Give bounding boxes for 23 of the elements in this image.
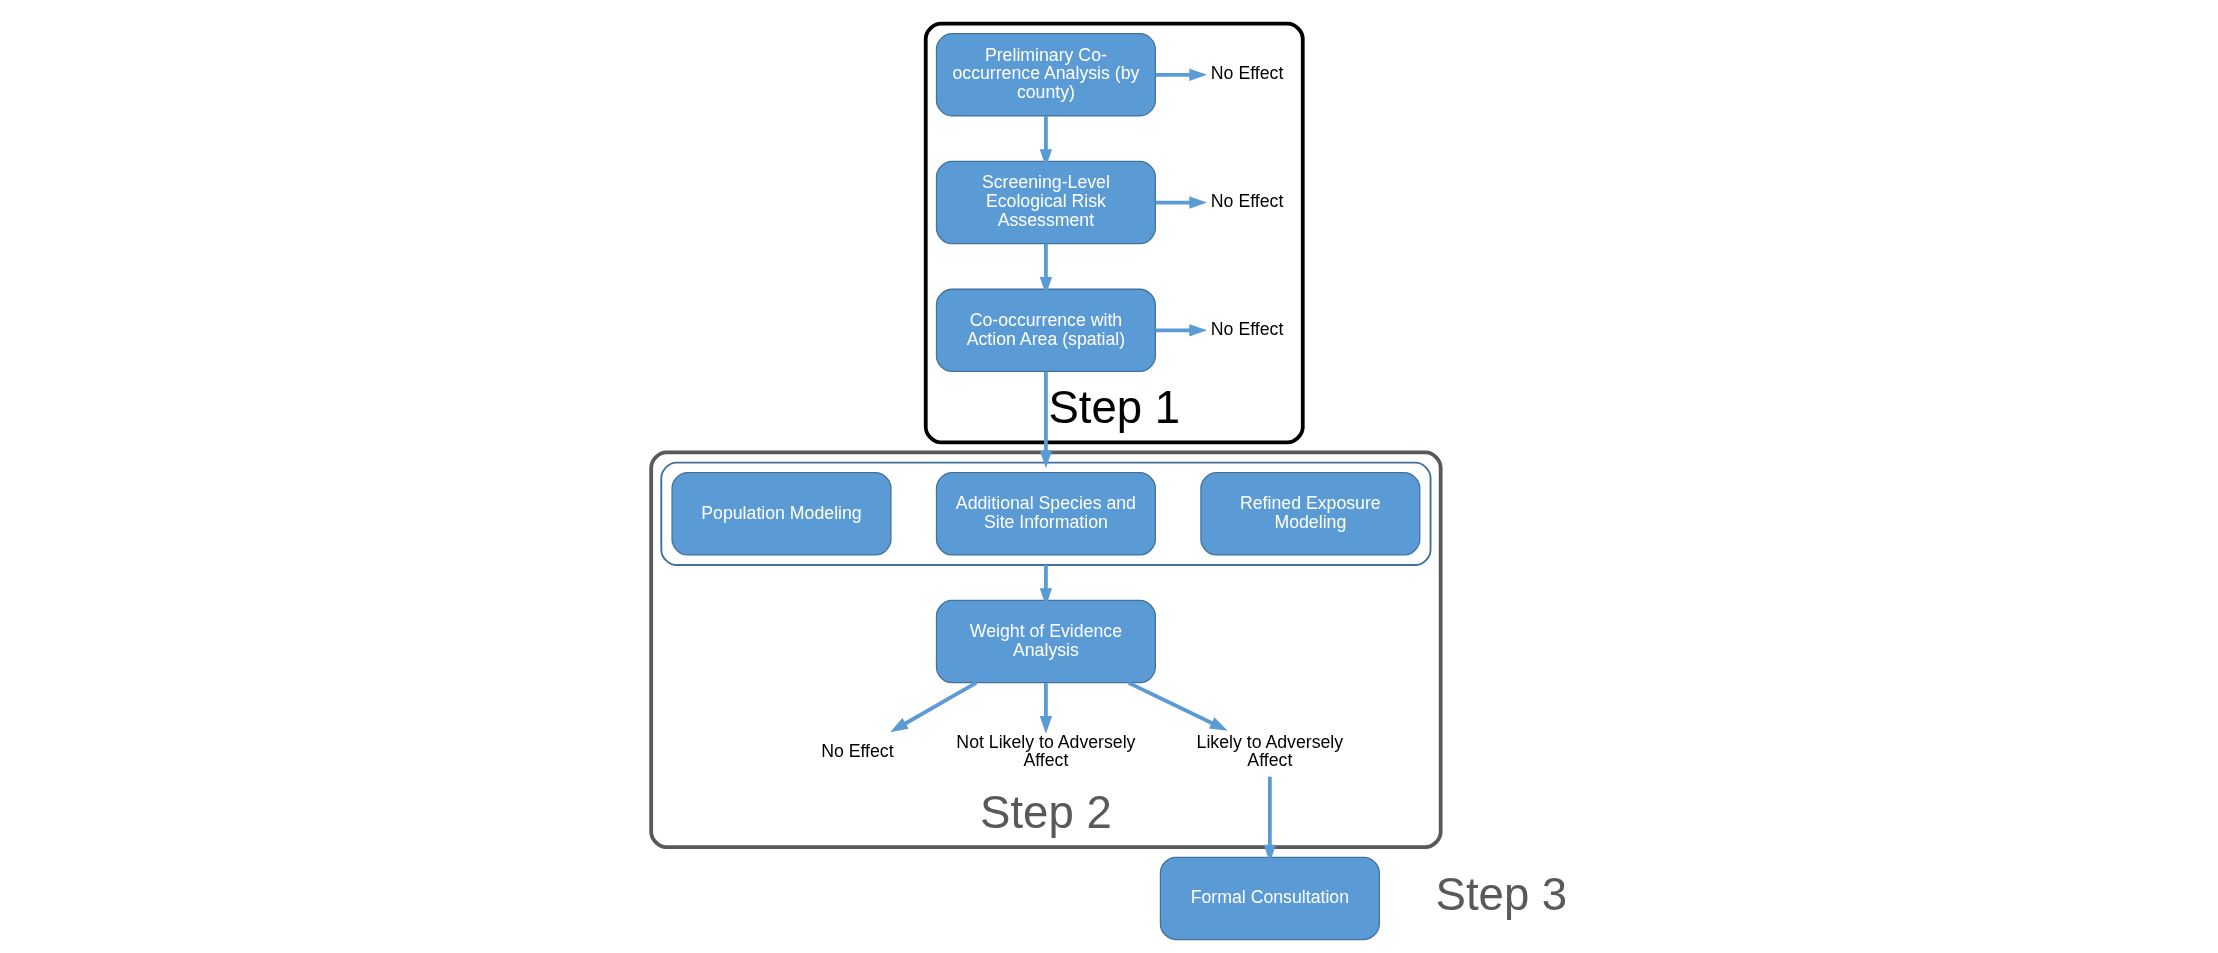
- cluster: [659, 461, 1431, 566]
- arrow: [1155, 196, 1207, 209]
- arrow: [1155, 324, 1207, 337]
- node-box: Refined Exposure Modeling: [1199, 472, 1420, 556]
- node-text: No Effect: [1210, 191, 1283, 212]
- node-box: Weight of Evidence Analysis: [935, 599, 1156, 684]
- arrow: [1039, 371, 1052, 469]
- node-box: Screening-Level Ecological Risk Assessment: [935, 160, 1156, 245]
- node-text: No Effect: [1210, 319, 1283, 340]
- node-label: Step 3: [1435, 868, 1567, 920]
- node-box: Formal Consultation: [1159, 856, 1380, 941]
- node-text: No Effect: [820, 740, 894, 761]
- node-box: Population Modeling: [670, 472, 892, 556]
- arrow: [889, 681, 977, 733]
- node-box: Preliminary Co-occurrence Analysis (by county): [935, 33, 1156, 117]
- arrow: [1127, 681, 1228, 731]
- node-box: Co-occurrence with Action Area (spatial): [935, 288, 1156, 373]
- arrow: [1155, 68, 1207, 81]
- node-text: Likely to Adversely Affect: [1196, 731, 1343, 771]
- node-text: Not Likely to Adversely Affect: [955, 731, 1135, 771]
- node-box: Additional Species and Site Information: [935, 472, 1156, 556]
- arrow: [1039, 683, 1052, 734]
- node-text: No Effect: [1210, 63, 1283, 84]
